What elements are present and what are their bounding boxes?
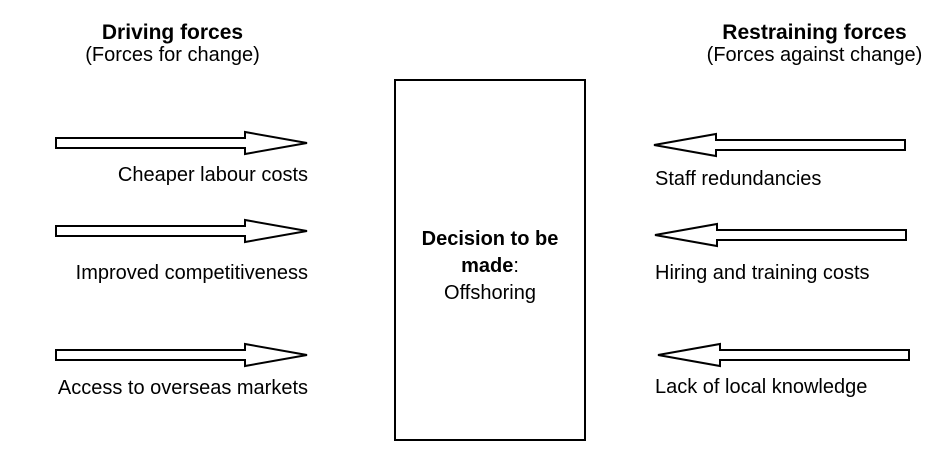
right-arrow-icon (55, 218, 308, 244)
decision-box-title: Decision to be made: (421, 227, 559, 277)
decision-box-text: Decision to be made: Offshoring (408, 226, 573, 307)
left-arrow-icon (653, 132, 906, 158)
restraining-force-label: Hiring and training costs (655, 262, 870, 284)
driving-force-label: Access to overseas markets (57, 377, 308, 399)
restraining-forces-title: Restraining forces (722, 21, 907, 44)
driving-forces-header: Driving forces (Forces for change) (30, 21, 315, 67)
decision-box-value: Offshoring (444, 281, 536, 304)
driving-forces-title: Driving forces (101, 21, 244, 44)
left-arrow-icon (657, 342, 910, 368)
restraining-force-label: Lack of local knowledge (655, 376, 868, 398)
driving-force-label: Improved competitiveness (75, 262, 308, 284)
decision-box: Decision to be made: Offshoring (394, 79, 586, 441)
right-arrow-icon (55, 342, 308, 368)
driving-force-label: Cheaper labour costs (117, 164, 308, 186)
restraining-force-label: Staff redundancies (655, 168, 822, 190)
right-arrow-icon (55, 130, 308, 156)
driving-forces-subtitle: (Forces for change) (85, 44, 260, 66)
restraining-forces-header: Restraining forces (Forces against chang… (672, 21, 951, 67)
left-arrow-icon (654, 222, 907, 248)
restraining-forces-subtitle: (Forces against change) (706, 44, 923, 66)
